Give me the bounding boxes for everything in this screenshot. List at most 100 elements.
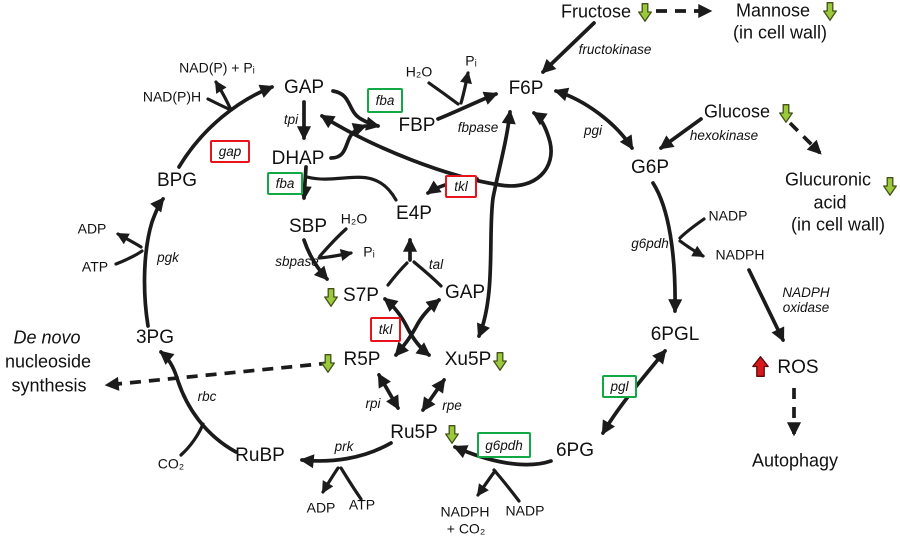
enzyme-hexokinase: hexokinase xyxy=(689,127,759,143)
enzyme-fructokinase: fructokinase xyxy=(578,41,652,57)
arrow-nadph-to-ros xyxy=(747,268,785,343)
cofactor-pi-sbpase: Pᵢ xyxy=(363,243,375,260)
arrow-adp-out-pgk xyxy=(116,232,143,249)
metabolite-sbp: SBP xyxy=(288,216,328,238)
arc-e4p-to-sbp xyxy=(305,175,398,202)
enzyme-rpi: rpi xyxy=(365,395,381,411)
enzyme-box-tkl-top: tkl xyxy=(445,175,477,198)
line-gap-into-tal xyxy=(412,260,443,288)
arrow-nadph-co2-out xyxy=(476,469,497,497)
arrow-bpg-to-gap xyxy=(177,84,275,169)
arrow-sbp-to-s7p xyxy=(302,238,329,281)
arrow-pi-out-sbpase xyxy=(317,249,353,261)
metabolite-fbp: FBP xyxy=(398,115,436,137)
label-nucleoside: nucleoside xyxy=(4,351,92,372)
label-glucose: Glucose xyxy=(703,101,771,122)
arrow-f6p-xu5p-tkl xyxy=(476,109,516,339)
metabolite-g6p: G6P xyxy=(630,157,670,179)
line-co2-into-rbc xyxy=(179,422,205,457)
cofactor-atp-pgk: ATP xyxy=(81,258,109,275)
label-ros: ROS xyxy=(777,357,819,379)
dashed-glucose-to-glucuronic xyxy=(788,121,822,155)
arrow-g6p-to-6pgl xyxy=(651,181,683,314)
arrow-f6p-g6p-pgi xyxy=(553,87,634,150)
cofactor-nadp-right: NADP xyxy=(708,207,748,224)
cofactor-co2-bottom: + CO₂ xyxy=(446,520,486,537)
enzyme-box-tkl-mid: tkl xyxy=(370,317,401,342)
cofactor-h2o-fbpase: H₂O xyxy=(405,63,433,80)
arrow-pi-out-fbpase xyxy=(459,71,472,105)
metabolite-6pgl: 6PGL xyxy=(650,324,700,346)
metabolite-6pg: 6PG xyxy=(555,440,595,462)
cofactor-adp-prk: ADP xyxy=(306,499,336,516)
enzyme-fbpase: fbpase xyxy=(457,119,499,135)
cofactor-atp-prk: ATP xyxy=(348,496,376,513)
arrow-3pg-to-bpg xyxy=(142,197,165,328)
down-regulation-arrow-icon-glucose xyxy=(779,104,793,123)
metabolite-3pg: 3PG xyxy=(135,327,175,349)
metabolite-r5p: R5P xyxy=(343,349,381,371)
down-regulation-arrow-icon-s7p xyxy=(324,288,338,307)
line-h2o-into-fbpase xyxy=(427,81,460,106)
metabolite-dhap: DHAP xyxy=(271,148,325,170)
down-regulation-arrow-icon-fructose xyxy=(638,3,652,22)
arrow-r5p-ru5p-rpi xyxy=(377,372,400,411)
arrow-fructose-to-f6p xyxy=(541,21,596,74)
cofactor-co2-rbc: CO₂ xyxy=(157,455,185,472)
line-atp-into-pgk xyxy=(114,249,144,266)
enzyme-rpe: rpe xyxy=(442,397,462,413)
line-nadp-into-g6pdh2 xyxy=(492,468,521,503)
cofactor-pi-fbpase: Pᵢ xyxy=(465,52,477,69)
metabolite-bpg: BPG xyxy=(156,170,198,192)
label-mannose-cell-wall: (in cell wall) xyxy=(732,22,828,43)
down-regulation-arrow-icon-xu5p xyxy=(493,352,507,371)
metabolite-gap-top: GAP xyxy=(283,77,325,99)
arrow-gap-f6p-tkl xyxy=(320,111,553,188)
label-glucuronic-cell-wall: (in cell wall) xyxy=(790,214,886,235)
arrow-fbp-to-f6p xyxy=(436,91,499,121)
arrow-nadph-out-g6pdh xyxy=(678,239,705,258)
cofactor-nadph-bottom: NADPH xyxy=(440,503,490,520)
cofactor-nadp-pi: NAD(P) + Pᵢ xyxy=(179,59,255,76)
label-glucuronic-line1: Glucuronic xyxy=(784,169,872,190)
enzyme-pgk: pgk xyxy=(157,249,179,265)
label-autophagy: Autophagy xyxy=(751,450,839,471)
label-mannose: Mannose xyxy=(735,0,811,21)
line-h2o-into-sbpase xyxy=(318,227,348,258)
cofactor-adp-pgk: ADP xyxy=(77,220,107,237)
dashed-r5p-to-nucleoside-synthesis xyxy=(104,361,331,391)
enzyme-g6pdh: g6pdh xyxy=(631,235,669,251)
line-atp-into-prk xyxy=(339,466,363,501)
enzyme-tal: tal xyxy=(428,256,444,272)
label-synthesis: synthesis xyxy=(11,375,87,396)
arrow-ru5p-to-rubp xyxy=(299,441,393,469)
up-regulation-arrow-icon-ros xyxy=(752,356,769,377)
down-regulation-arrow-icon-r5p xyxy=(321,354,335,373)
arrow-xu5p-ru5p-rpe xyxy=(421,378,446,412)
label-de-novo: De novo xyxy=(13,327,81,348)
enzyme-prk: prk xyxy=(334,438,354,454)
enzyme-nadph-oxidase-line2: oxidase xyxy=(782,299,830,315)
enzyme-tpi: tpi xyxy=(283,111,299,127)
metabolite-xu5p: Xu5P xyxy=(444,349,492,371)
arrow-dhap-to-sbp xyxy=(297,165,312,201)
down-regulation-arrow-icon-glucuronic xyxy=(883,177,897,196)
arrow-gap-r5p-tkl xyxy=(394,298,441,357)
enzyme-box-fba-mid: fba xyxy=(267,172,303,195)
down-regulation-arrow-icon-ru5p xyxy=(445,425,459,444)
metabolite-ru5p: Ru5P xyxy=(390,422,438,444)
metabolite-gap-mid: GAP xyxy=(444,282,486,304)
down-regulation-arrow-icon-mannose xyxy=(823,2,837,21)
enzyme-box-gap: gap xyxy=(210,140,250,163)
arrow-glucose-to-g6p xyxy=(659,117,703,150)
metabolite-rubp: RuBP xyxy=(235,445,285,467)
enzyme-pgi: pgi xyxy=(583,122,603,138)
enzyme-sbpase: sbpase xyxy=(275,253,319,269)
enzyme-rbc: rbc xyxy=(197,388,217,404)
metabolite-s7p: S7P xyxy=(343,285,379,307)
arrow-adp-out-prk xyxy=(321,466,340,494)
label-fructose: Fructose xyxy=(560,1,632,22)
metabolite-f6p: F6P xyxy=(508,78,544,100)
